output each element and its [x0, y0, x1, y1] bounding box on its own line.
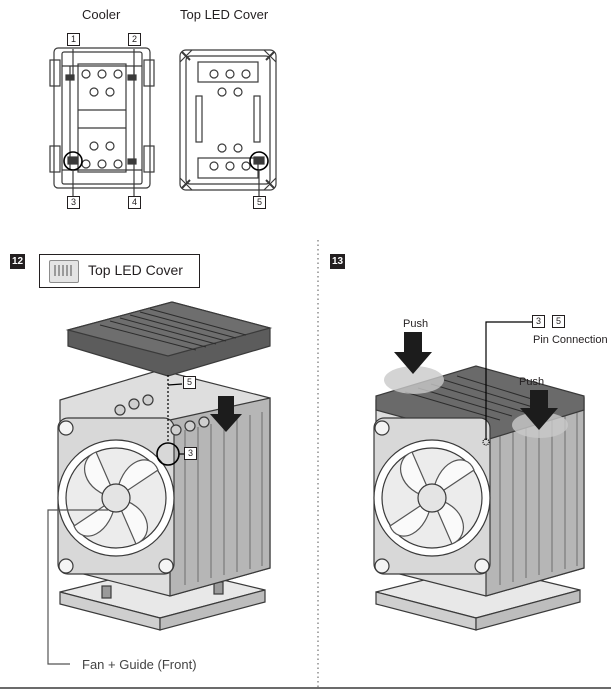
legend-label: Top LED Cover — [88, 262, 183, 278]
marker-3: 3 — [67, 196, 80, 209]
push-label-left: Push — [403, 318, 429, 330]
step12-push-arrow — [210, 396, 242, 432]
step13-callout-5: 5 — [552, 315, 565, 328]
step12-callout-3: 3 — [184, 447, 197, 460]
step13-push-arrow-left — [394, 332, 432, 374]
led-cover-icon — [49, 260, 79, 283]
cooler-top-view — [49, 47, 155, 196]
step-12-badge: 12 — [10, 254, 25, 269]
step13-callout-3: 3 — [532, 315, 545, 328]
step12-callout-5: 5 — [183, 376, 196, 389]
cooler-view-title: Cooler — [82, 7, 121, 22]
marker-1: 1 — [67, 33, 80, 46]
fan-guide-label: Fan + Guide (Front) — [82, 657, 197, 672]
push-zone-left — [384, 366, 444, 394]
cover-view-title: Top LED Cover — [180, 7, 269, 22]
step-13-badge: 13 — [330, 254, 345, 269]
cover-top-view — [179, 49, 277, 196]
pin-connection-label: Pin Connection — [533, 334, 608, 346]
marker-2: 2 — [128, 33, 141, 46]
step13-push-arrow-right — [520, 390, 558, 430]
push-label-right: Push — [519, 376, 545, 388]
legend-top-led-cover: Top LED Cover — [39, 254, 200, 288]
marker-5: 5 — [253, 196, 266, 209]
marker-4: 4 — [128, 196, 141, 209]
step12-cooler-illustration — [47, 301, 273, 665]
